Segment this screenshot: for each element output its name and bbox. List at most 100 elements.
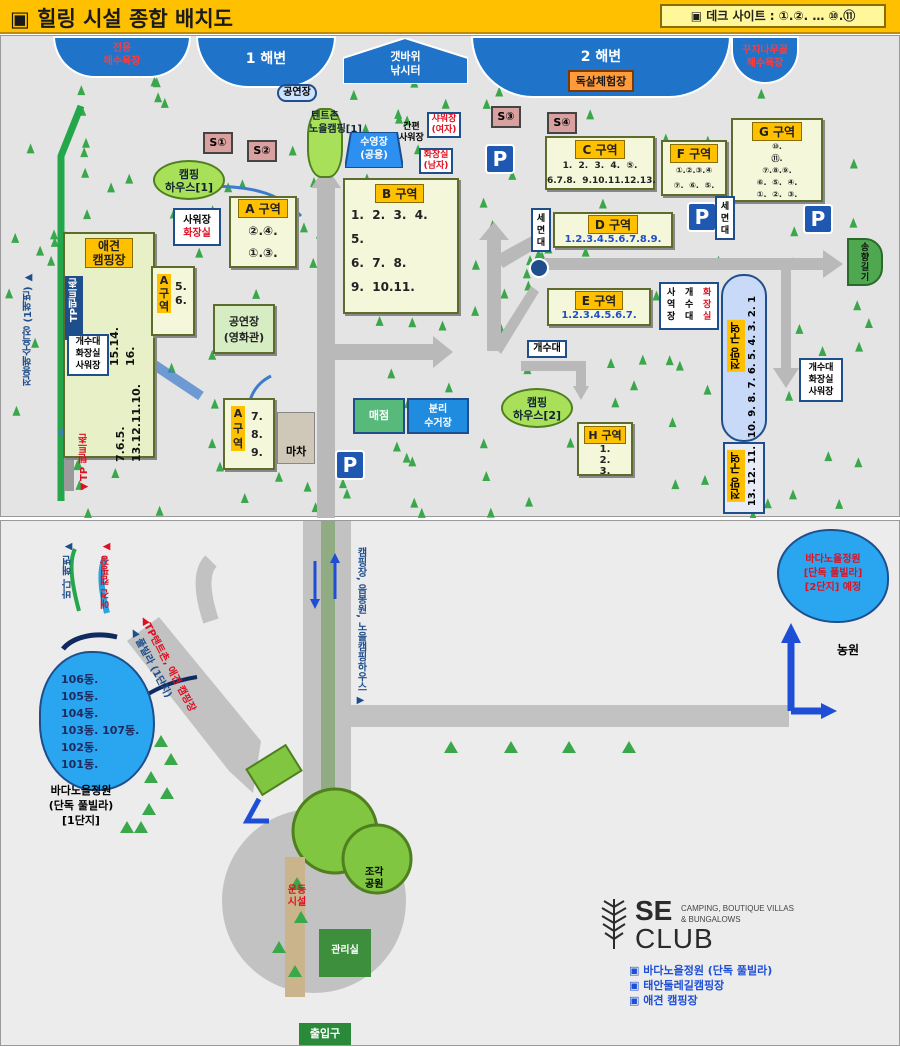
tree-icon [125, 173, 134, 184]
tree-icon [818, 345, 827, 356]
songhyang-road[interactable]: 송 향 길 기 [847, 238, 883, 286]
facility-e-2: 개 수 대 [685, 288, 694, 322]
zone-e[interactable]: E 구역 1.2.3.4.5.6.7. [547, 288, 651, 326]
pool[interactable]: 수영장 (공용) [343, 131, 405, 169]
wash-right[interactable]: 개수대 화장실 사워장 [799, 358, 843, 402]
tree-icon [160, 97, 169, 108]
farm-label[interactable]: 농원 [837, 643, 860, 657]
tp-tent-label: TP텐트촌 [69, 278, 80, 323]
kayak-label[interactable]: 독살체험장 [567, 70, 635, 92]
zone-h[interactable]: H 구역 1. 2. 3. [577, 422, 633, 477]
sculpture-label[interactable]: 조각 공원 [365, 867, 384, 890]
rock-fishing[interactable]: 갯바위 낚시터 [342, 36, 469, 85]
view-zone-1[interactable]: 전망 구역 10. 9. 8. 7. 6. 5. 4. 3. 2. 1 [721, 274, 767, 442]
brand-list-item-1[interactable]: ▣ 바다노을정원 (단독 풀빌라) [629, 964, 773, 977]
tent-village-cloud[interactable]: 텐트촌 노을캠핑[1] [307, 108, 362, 178]
tree-icon [788, 489, 797, 500]
camping-house-1[interactable]: 캠핑 하우스[1] [153, 160, 225, 200]
tree-icon [12, 405, 21, 416]
tp-tent[interactable]: TP텐트촌 [65, 276, 83, 340]
tree-icon [508, 169, 517, 180]
parking-icon-3[interactable]: P [803, 204, 833, 234]
tree-icon [342, 488, 351, 499]
villa-1-cloud[interactable]: 106동. 105동. 104동. 103동. 107동. 102동. 101동… [39, 651, 155, 791]
view-zone-2-label: 전망 구역 [727, 450, 745, 502]
wash-east[interactable]: 세 면 대 [715, 196, 735, 240]
tree-icon [479, 197, 488, 208]
zone-c-label: C 구역 [575, 140, 625, 159]
tree-icon [795, 323, 804, 334]
tree-icon [81, 137, 90, 148]
zone-a3[interactable]: A 구 역 7. 8. 9. [223, 398, 275, 470]
zone-g[interactable]: G 구역 ⑩. ⑪. ⑦.⑧.⑨. ⑥. ⑤. ④. ①. ②. ③. [731, 118, 823, 202]
parking-icon-4[interactable]: P [335, 450, 365, 480]
tree-icon [471, 305, 480, 316]
tree-icon [586, 109, 595, 120]
sink[interactable]: 개수대 [527, 340, 567, 358]
view-zone-2[interactable]: 전망 구역 13. 12. 11. [723, 442, 765, 514]
s-site-2[interactable]: S② [247, 140, 277, 162]
private-beach[interactable]: 전용 해수욕장 [53, 36, 191, 78]
tree-icon [111, 467, 120, 478]
carriage[interactable]: 마차 [277, 412, 315, 464]
tree-icon [338, 478, 347, 489]
brand-list: ▣ 바다노을정원 (단독 풀빌라) ▣ 태안둘레길캠핑장 ▣ 애견 캠핑장 [629, 963, 829, 1008]
zone-b[interactable]: B 구역 1. 2. 3. 4. 5. 6. 7. 8. 9. 10.11. [343, 178, 459, 314]
sports-label[interactable]: 운동 시설 [287, 885, 307, 908]
mart[interactable]: 매점 [353, 398, 405, 434]
office-label[interactable]: 관리실 [331, 945, 359, 956]
tree-icon [73, 460, 82, 471]
shower-a[interactable]: 사워장 화장실 [173, 208, 221, 246]
beach-2[interactable]: 2 해변 독살체험장 [471, 36, 731, 98]
roundabout-icon [529, 258, 549, 278]
tree-icon [534, 248, 543, 259]
tree-icon [482, 98, 491, 109]
tree-icon [50, 236, 59, 247]
zone-e-sites: 1.2.3.4.5.6.7. [561, 310, 637, 321]
shower-female[interactable]: 샤워장 (여자) [427, 112, 461, 138]
zone-a2[interactable]: A 구 역 5. 6. [151, 266, 195, 336]
villa-2-cloud[interactable]: 바다노을정원 [단독 풀빌라] [2단지] 예정 [777, 529, 889, 623]
zone-f[interactable]: F 구역 ①.②.③.④ ⑦. ⑥. ⑤. [661, 140, 727, 196]
tree-icon [144, 771, 158, 783]
tree-icon [134, 821, 148, 833]
tree-icon [785, 390, 794, 401]
tree-icon [403, 115, 412, 126]
brand-list-item-3[interactable]: ▣ 애견 캠핑장 [629, 994, 698, 1007]
rock-fishing-label: 갯바위 낚시터 [390, 50, 421, 77]
zone-c[interactable]: C 구역 1. 2. 3. 4. ⑤. 6.7.8. 9.10.11.12.13… [545, 136, 656, 190]
brand-list-item-2[interactable]: ▣ 태안둘레길캠핑장 [629, 979, 725, 992]
restroom-top-label: 간편 사워장 [399, 122, 424, 143]
stage-box[interactable]: 공연장 [277, 84, 317, 102]
tree-icon [349, 89, 358, 100]
pool-label: 수영장 (공용) [360, 137, 388, 161]
wash-west[interactable]: 세 면 대 [531, 208, 551, 252]
camping-house-2[interactable]: 캠핑 하우스[2] [501, 388, 573, 428]
exit-label[interactable]: 출입구 [299, 1023, 351, 1045]
s-site-3[interactable]: S③ [491, 106, 521, 128]
toilet-a-label: 화장실 [183, 228, 211, 239]
tree-icon [408, 317, 417, 328]
zone-d[interactable]: D 구역 1.2.3.4.5.6.7.8.9. [553, 212, 673, 248]
tree-icon [671, 479, 680, 490]
tree-icon [525, 496, 534, 507]
pet-wash[interactable]: 개수대 화장실 사워장 [67, 334, 109, 376]
north-path-1-label: 바다 해변 ▶ [63, 541, 74, 599]
s-site-1[interactable]: S① [203, 132, 233, 154]
s-site-4[interactable]: S④ [547, 112, 577, 134]
zone-d-sites: 1.2.3.4.5.6.7.8.9. [564, 234, 662, 245]
stage-cinema[interactable]: 공연장 (영화관) [213, 304, 275, 354]
tree-icon [504, 741, 518, 753]
parking-icon-2[interactable]: P [687, 202, 717, 232]
tree-icon [75, 479, 84, 490]
shower-male[interactable]: 화장실 (남자) [419, 148, 453, 174]
tree-icon [441, 98, 450, 109]
tree-icon [215, 461, 224, 472]
facility-e[interactable]: 사 역 장 개 수 대 화 장 실 [659, 282, 719, 330]
tree-icon [835, 498, 844, 509]
parking-icon-1[interactable]: P [485, 144, 515, 174]
zone-a1[interactable]: A 구역 ②.④. ①.③. [229, 196, 297, 268]
recycle[interactable]: 분리 수거장 [407, 398, 469, 434]
zone-d-label: D 구역 [587, 215, 639, 234]
tree-icon [438, 320, 447, 331]
